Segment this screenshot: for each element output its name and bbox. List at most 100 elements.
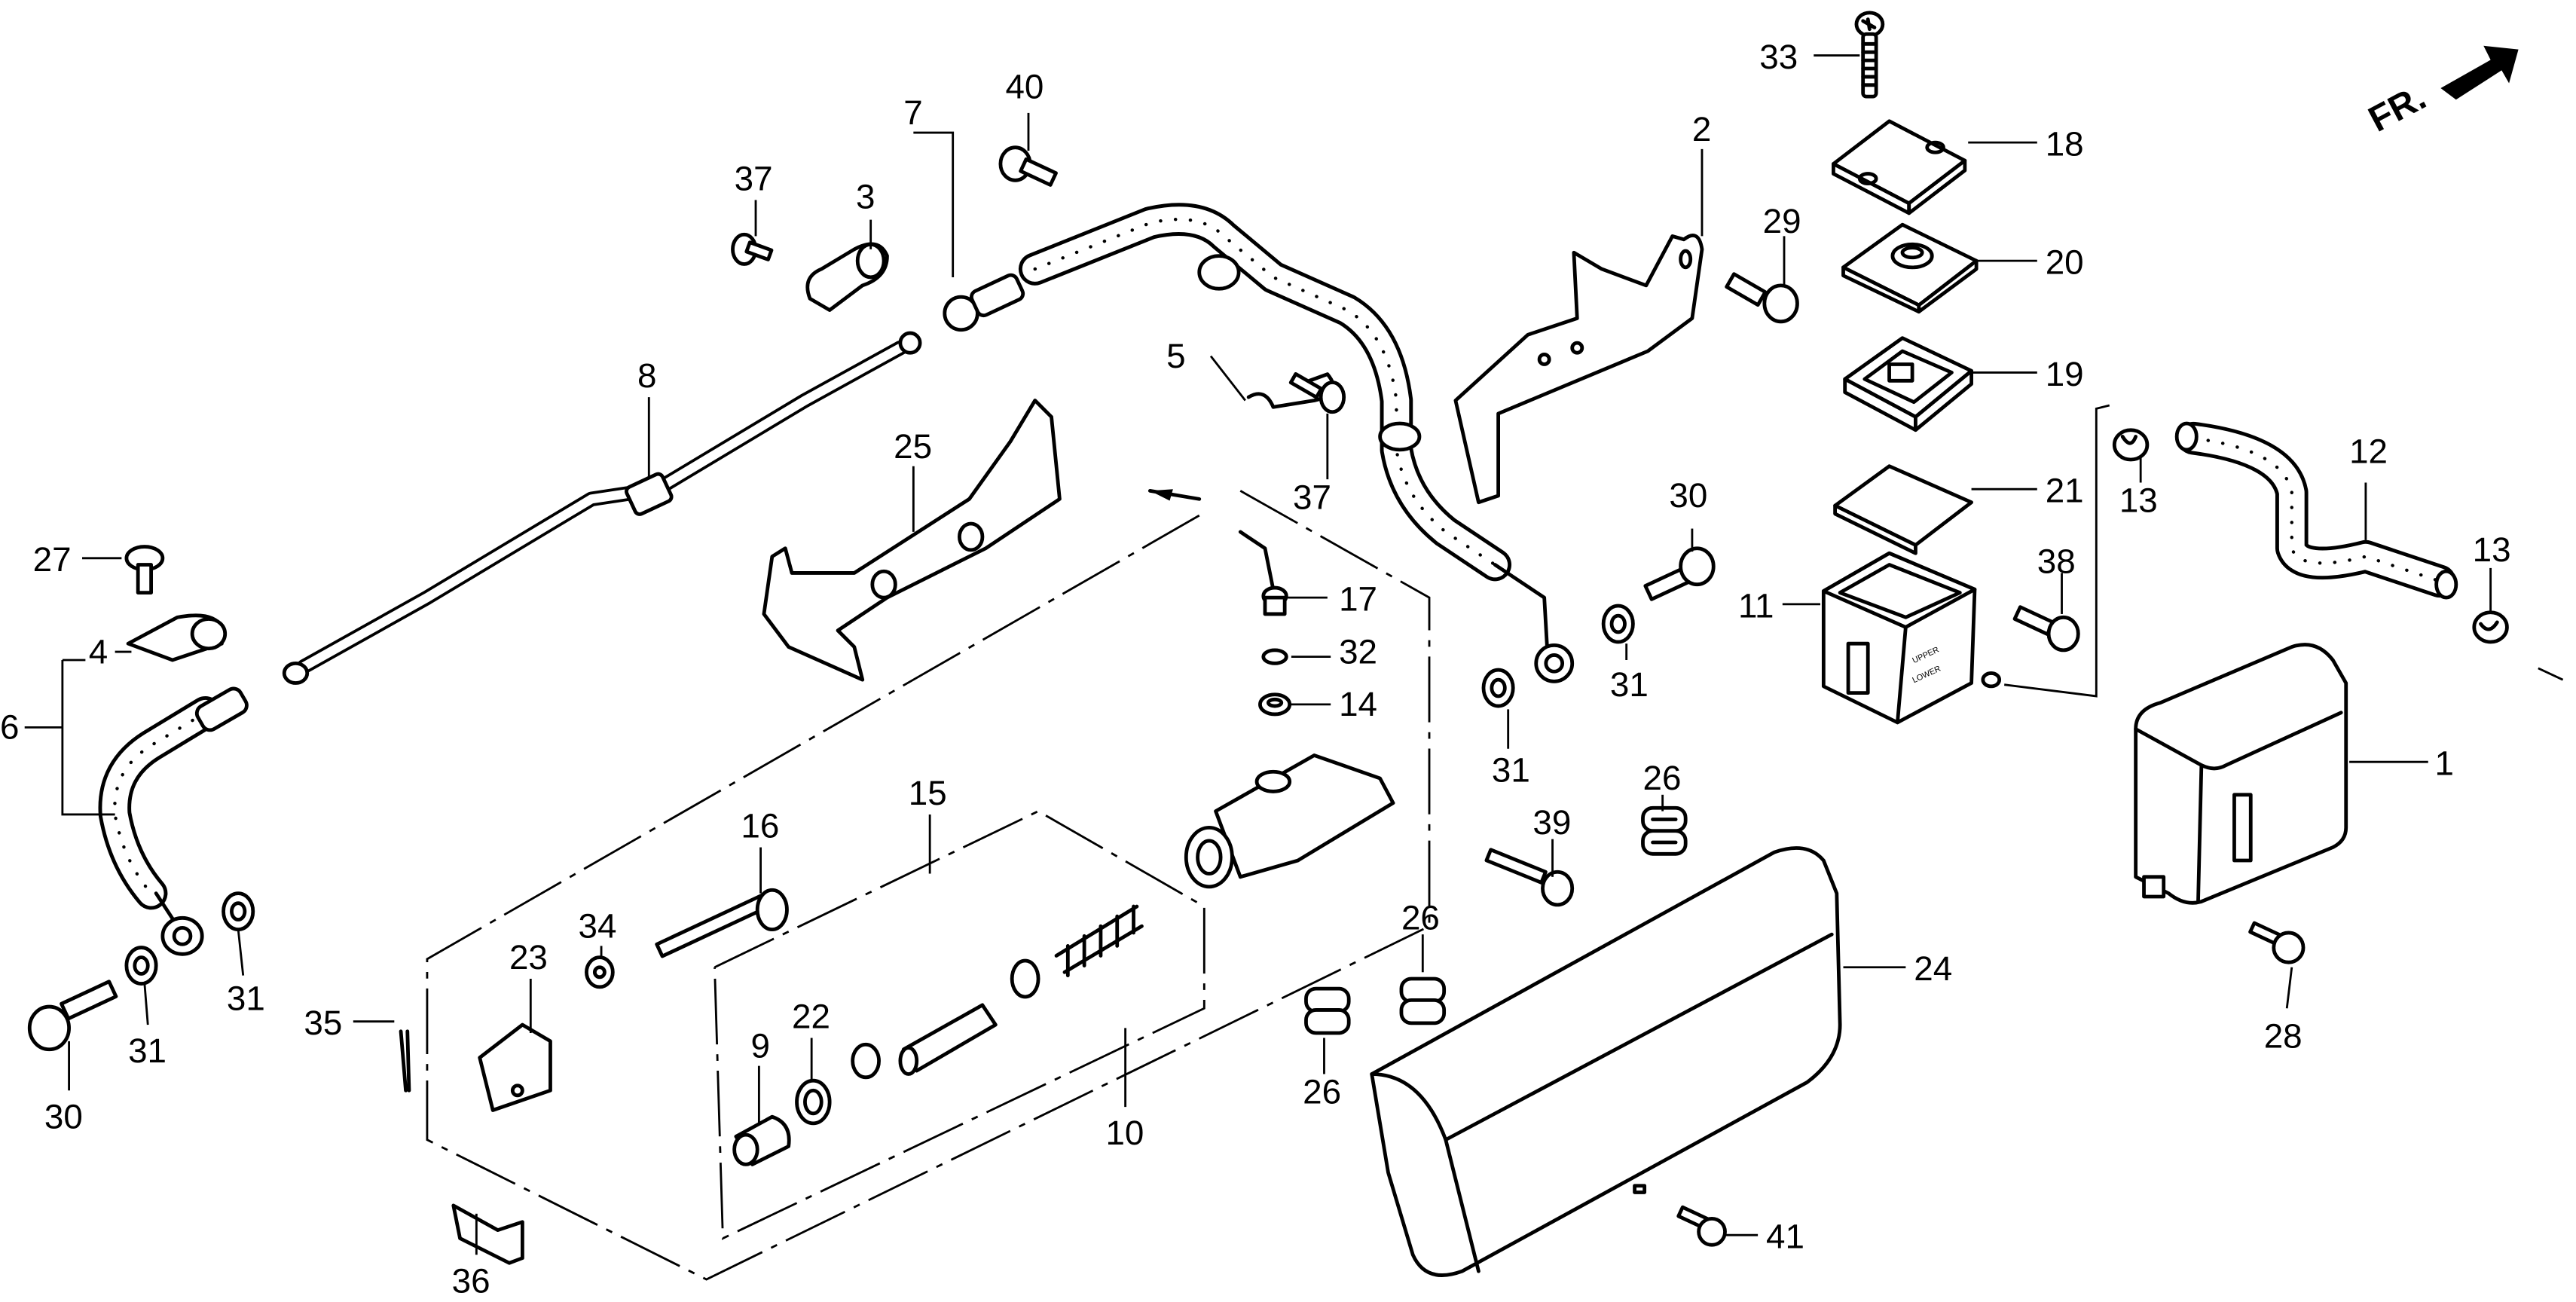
part-35-cotter-pin — [399, 1029, 411, 1093]
part-1-reservoir-cover — [2134, 643, 2348, 905]
part-13-clip-lower — [2472, 610, 2509, 644]
front-direction-arrow: FR. — [2362, 45, 2519, 140]
arrow-icon — [2440, 45, 2519, 100]
part-31-washer-left-lower — [124, 946, 158, 986]
edge-pointer-line — [2538, 667, 2564, 681]
part-17-joint — [1238, 530, 1288, 616]
arrow-head — [1150, 489, 1173, 501]
callout-26-a: 26 — [1642, 759, 1681, 797]
part-40-bolt — [998, 145, 1058, 187]
callout-14: 14 — [1339, 685, 1377, 723]
callout-6: 6 — [0, 708, 19, 747]
part-22-circlip — [795, 1078, 832, 1126]
callout-2: 2 — [1692, 110, 1711, 148]
callout-26-b: 26 — [1401, 899, 1440, 937]
callout-29: 29 — [1763, 202, 1801, 240]
callout-25: 25 — [894, 427, 932, 466]
callout-13-lower: 13 — [2473, 530, 2511, 569]
callout-41: 41 — [1766, 1218, 1804, 1256]
callout-31-right-lower: 31 — [1492, 750, 1530, 789]
part-23-joint — [478, 1022, 552, 1112]
part-24-cover — [1370, 846, 1842, 1277]
callout-9: 9 — [750, 1027, 769, 1065]
part-21-diaphragm — [1833, 464, 1973, 555]
part-27-screw — [124, 545, 165, 594]
part-13-clip-upper — [2112, 428, 2150, 462]
piston-cup-2 — [1010, 958, 1040, 999]
callout-32: 32 — [1339, 632, 1377, 671]
part-31-washer-right-lower — [1481, 668, 1515, 708]
part-11-reservoir: UPPER LOWER — [1821, 551, 2002, 725]
callout-16: 16 — [741, 806, 779, 845]
callout-23: 23 — [509, 938, 548, 976]
callout-13-upper: 13 — [2119, 481, 2158, 520]
callout-27: 27 — [33, 540, 72, 579]
part-39-bolt — [1484, 848, 1575, 907]
part-20-plate — [1841, 222, 1979, 314]
part-41-bolt — [1676, 1205, 1727, 1247]
part-26-grommet-c — [1304, 986, 1351, 1035]
callout-31-left-upper: 31 — [227, 979, 265, 1017]
callout-10: 10 — [1105, 1114, 1144, 1152]
callout-40: 40 — [1005, 67, 1044, 105]
part-26-grommet-b — [1399, 976, 1447, 1025]
part-4-clamp — [126, 613, 228, 662]
callout-1: 1 — [2434, 744, 2453, 783]
part-30-bolt-left — [27, 980, 118, 1052]
part-16-push-rod — [655, 888, 789, 958]
leader-lines — [24, 54, 2492, 1255]
front-direction-label: FR. — [2362, 78, 2432, 140]
callout-31-right-upper: 31 — [1610, 665, 1649, 704]
callout-11: 11 — [1738, 586, 1774, 625]
callout-18: 18 — [2046, 125, 2084, 164]
part-37-bolt-upper — [731, 232, 774, 266]
callout-17: 17 — [1339, 580, 1377, 619]
part-18-cap — [1832, 119, 1967, 215]
part-31-washer-left-upper — [222, 891, 255, 931]
callout-38: 38 — [2037, 542, 2076, 580]
part-36-joint-pin — [451, 1203, 524, 1265]
assembly-outline-15 — [714, 809, 1205, 1240]
part-7-hose — [943, 203, 1575, 683]
callout-12: 12 — [2349, 432, 2388, 470]
callout-31-left-lower: 31 — [128, 1032, 167, 1070]
part-19-float — [1843, 336, 1973, 432]
part-14-grommet — [1258, 692, 1292, 717]
callout-4: 4 — [89, 632, 108, 671]
callout-7: 7 — [903, 93, 922, 132]
part-28-bolt — [2248, 921, 2306, 964]
part-3-clamp — [805, 242, 889, 312]
part-9-boot — [732, 1114, 791, 1166]
piston-spring — [1054, 904, 1144, 978]
callout-30-right: 30 — [1669, 476, 1707, 515]
part-38-bolt — [2012, 605, 2080, 653]
callout-19: 19 — [2046, 355, 2084, 393]
piston — [898, 1003, 998, 1076]
part-8-pipe — [282, 331, 922, 685]
part-30-bolt-right — [1643, 546, 1716, 601]
callout-labels: 1 2 3 4 5 6 7 8 9 10 11 12 13 13 14 15 1… — [0, 38, 2511, 1300]
callout-15: 15 — [909, 774, 947, 812]
part-37-bolt-lower — [1288, 371, 1346, 414]
callout-5: 5 — [1166, 337, 1185, 375]
callout-28: 28 — [2264, 1017, 2303, 1056]
part-32-o-ring — [1261, 648, 1288, 665]
callout-24: 24 — [1914, 949, 1952, 988]
callout-33: 33 — [1759, 38, 1798, 76]
callout-34: 34 — [579, 906, 617, 945]
part-31-washer-right-upper — [1601, 604, 1635, 644]
part-25-stay — [762, 399, 1062, 682]
part-33-screw — [1854, 11, 1885, 99]
callout-39: 39 — [1532, 803, 1571, 842]
callout-35: 35 — [304, 1004, 342, 1042]
part-12-hose — [2174, 421, 2458, 600]
part-34-nut — [585, 955, 615, 989]
leader-bracket-13 — [2004, 404, 2110, 698]
callout-30-left: 30 — [44, 1097, 83, 1135]
assembly-outline-10 — [426, 490, 1431, 1281]
part-26-grommet-a — [1641, 805, 1688, 856]
callout-22: 22 — [792, 997, 830, 1035]
callout-37-lower: 37 — [1293, 478, 1331, 516]
callout-36: 36 — [452, 1261, 490, 1300]
